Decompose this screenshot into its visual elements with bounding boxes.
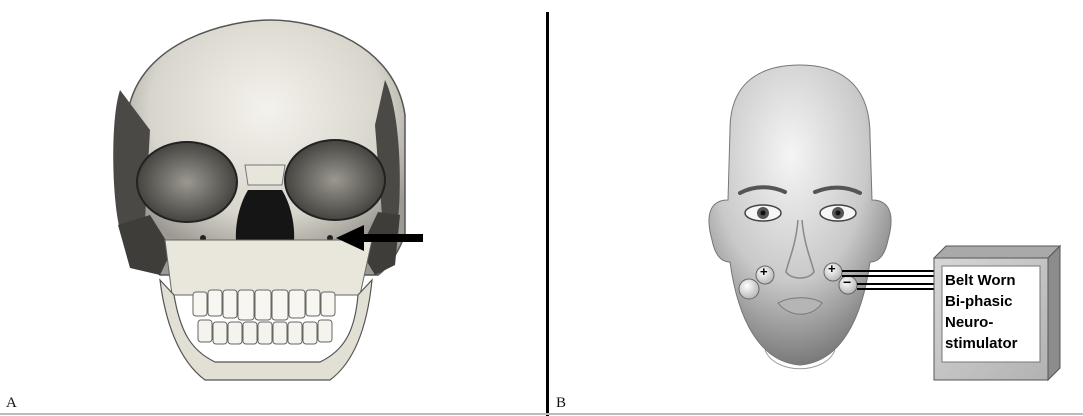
maxilla bbox=[165, 240, 372, 295]
panel-b-label: B bbox=[556, 395, 566, 412]
plus-sign-left: + bbox=[760, 264, 768, 279]
stimulator-label-line-1: Belt Worn bbox=[945, 270, 1040, 291]
electrode-left-lower bbox=[739, 279, 759, 299]
lower-teeth bbox=[198, 320, 332, 344]
skull-illustration bbox=[0, 0, 546, 416]
upper-teeth bbox=[193, 290, 335, 320]
right-orbit bbox=[285, 140, 385, 220]
stimulator-label-line-3: Neuro- bbox=[945, 312, 1040, 333]
nasal-bone bbox=[245, 165, 285, 185]
stimulator-label-line-4: stimulator bbox=[945, 333, 1040, 354]
plus-sign-right: + bbox=[828, 261, 836, 276]
stimulator-label-line-2: Bi-phasic bbox=[945, 291, 1040, 312]
panel-b: + + − Belt Worn Bi-phasic Neuro- stimula… bbox=[550, 0, 1083, 416]
minus-sign-right: − bbox=[843, 274, 851, 290]
left-orbit bbox=[137, 142, 237, 222]
head bbox=[709, 65, 891, 365]
panel-divider bbox=[546, 12, 549, 416]
panel-a-label: A bbox=[6, 395, 17, 412]
stimulator-label: Belt Worn Bi-phasic Neuro- stimulator bbox=[945, 270, 1040, 354]
panel-a: A bbox=[0, 0, 546, 416]
